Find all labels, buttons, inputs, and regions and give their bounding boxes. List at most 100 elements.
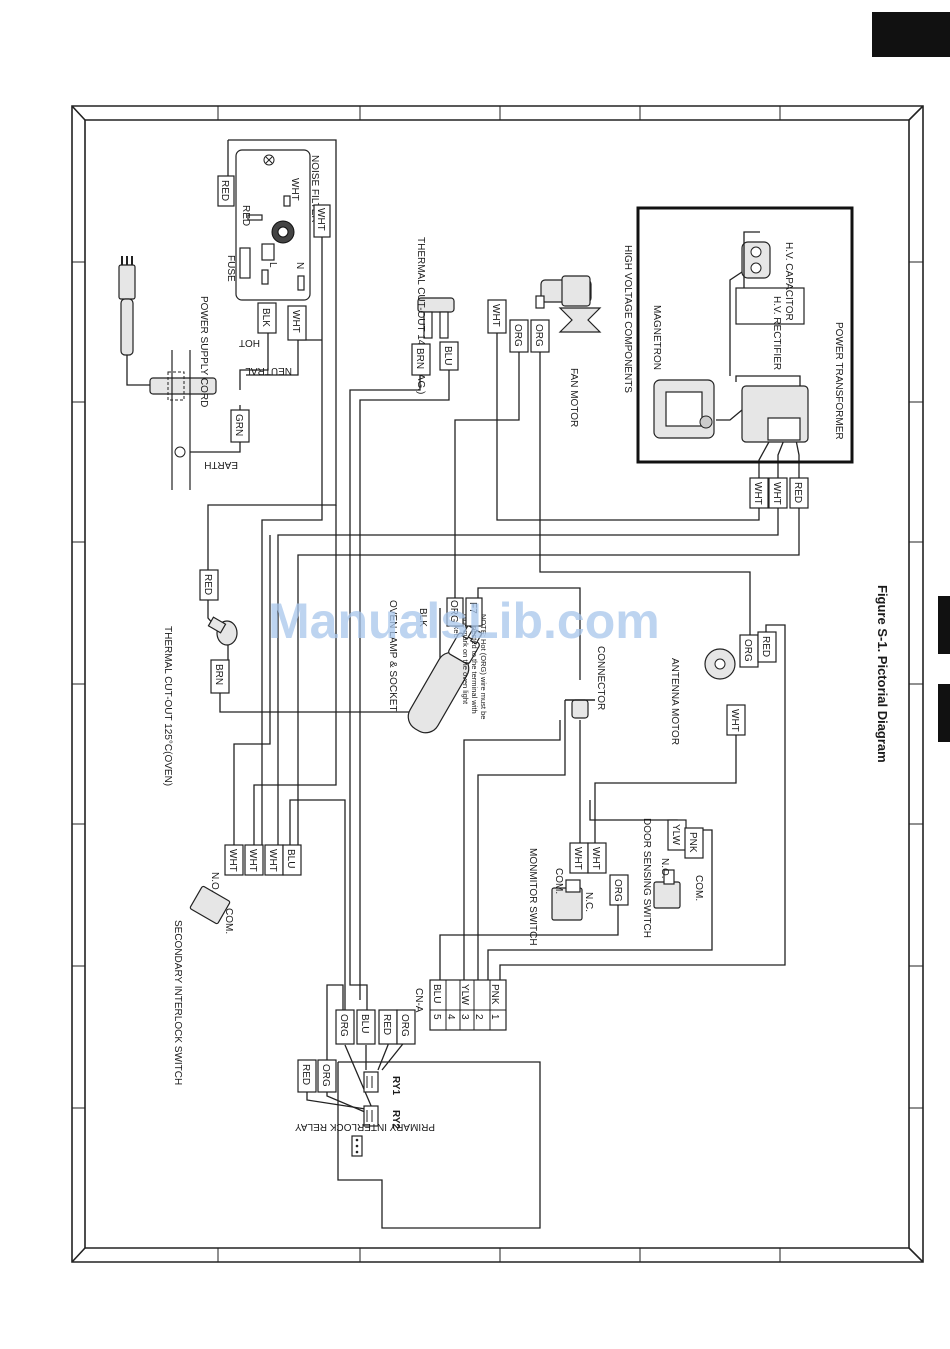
- cna-pin: 5: [431, 1014, 442, 1020]
- svg-text:ORG: ORG: [320, 1064, 331, 1087]
- hv-rectifier-label: H.V. RECTIFIER: [771, 296, 782, 370]
- wire-tag-tm-brn: BRN: [411, 343, 431, 376]
- door-com-label: COM.: [693, 875, 704, 901]
- monitor-switch: MONMITOR SWITCH COM. N.C.: [527, 848, 594, 946]
- svg-text:WHT: WHT: [752, 482, 763, 505]
- svg-text:WHT: WHT: [490, 304, 501, 327]
- wire-tag-mon-wht2: WHT: [587, 842, 607, 874]
- wire-tag-to-brn: BRN: [210, 659, 230, 694]
- cna-wire-color: YLW: [459, 984, 470, 1005]
- wire-tag-nf-red: RED: [217, 175, 235, 207]
- ry1-label: RY1: [390, 1076, 401, 1096]
- svg-text:ORG: ORG: [338, 1014, 349, 1037]
- noise-filter: NOISE FILTER FUSE RED WHT L N: [225, 149, 320, 301]
- corner-tab-low: [938, 684, 950, 742]
- cna-pin: 2: [473, 1014, 484, 1020]
- svg-text:ORG: ORG: [533, 324, 544, 347]
- svg-text:BLK: BLK: [260, 308, 271, 327]
- wire-tag-ds-ylw: YLW: [667, 819, 687, 851]
- power-supply-cord-label: POWER SUPPLY CORD: [198, 296, 209, 407]
- wire-tag-mon-wht1: WHT: [569, 842, 589, 874]
- noise-filter-wht-label: WHT: [289, 178, 300, 201]
- svg-text:YLW: YLW: [670, 824, 681, 845]
- hot-label: HOT: [239, 337, 260, 348]
- svg-text:RED: RED: [760, 636, 771, 657]
- hv-components-label: HIGH VOLTAGE COMPONENTS: [622, 245, 633, 393]
- wire-tag-tr-wht1: WHT: [749, 477, 769, 509]
- high-voltage-components: HIGH VOLTAGE COMPONENTS MAGNETRON H.V. R…: [622, 206, 854, 464]
- svg-text:WHT: WHT: [267, 849, 278, 872]
- svg-text:PNK: PNK: [687, 832, 698, 853]
- hv-capacitor-label: H.V. CAPACITOR: [783, 242, 794, 321]
- n-terminal-label: N: [294, 262, 305, 269]
- wire-tag-fan-org1: ORG: [509, 319, 529, 353]
- thermal-cutout-oven: THERMAL CUT-OUT 125°C(OVEN): [162, 616, 238, 786]
- noise-filter-label: NOISE FILTER: [309, 155, 320, 223]
- wire-tag-ry-org: ORG: [317, 1059, 337, 1093]
- fan-motor-label: FAN MOTOR: [568, 368, 579, 427]
- wire-tag-si-wht2: WHT: [244, 844, 264, 876]
- svg-text:ORG: ORG: [448, 600, 459, 623]
- svg-text:F7: F7: [467, 602, 478, 614]
- thermal-cutout-mag: THERMAL CUT-OUT 145°C(MAG.): [415, 237, 455, 394]
- cna-wire-color: PNK: [489, 984, 500, 1005]
- wire-tag-fan-wht: WHT: [487, 299, 507, 334]
- wire-tag-tr-wht2: WHT: [768, 477, 788, 509]
- thermal-cutout-mag-label: THERMAL CUT-OUT 145°C(MAG.): [415, 237, 426, 394]
- wire-tag-si-blu: BLU: [282, 844, 302, 876]
- wire-tag-earth-grn: GRN: [230, 409, 250, 443]
- svg-text:BLU: BLU: [285, 849, 296, 868]
- power-transformer-label: POWER TRANSFORMER: [833, 322, 844, 440]
- wire-tag-tr-red: RED: [789, 477, 809, 509]
- svg-text:WHT: WHT: [771, 482, 782, 505]
- svg-text:RED: RED: [792, 482, 803, 503]
- wire-tag-am-wht: WHT: [726, 704, 746, 736]
- wire-tag-lamp-f: F7: [465, 597, 483, 627]
- wire-tag-tm-blu: BLU: [439, 341, 459, 371]
- wire-tag-ds-pnk: PNK: [684, 827, 704, 859]
- monitor-com-label: COM.: [553, 868, 564, 894]
- door-sensing-switch: DOOR SENSING SWITCH N.O. COM.: [641, 818, 704, 938]
- svg-text:RED: RED: [219, 180, 230, 201]
- svg-text:GRN: GRN: [233, 414, 244, 436]
- svg-text:BLU: BLU: [442, 346, 453, 365]
- relay-wire-tag: ORG: [335, 1009, 355, 1045]
- antenna-motor-label: ANTENNA MOTOR: [669, 658, 680, 745]
- relay-wire-tag: BLU: [356, 1009, 376, 1045]
- svg-text:BRN: BRN: [414, 348, 425, 369]
- wire-tag-am-org: ORG: [739, 634, 759, 668]
- wire-tag-lamp-org: ORG: [446, 597, 464, 627]
- wire-tag-cord-wht: WHT: [287, 305, 307, 341]
- svg-text:WHT: WHT: [247, 849, 258, 872]
- watermark: ManualsLib.com: [268, 593, 660, 649]
- secondary-no-label: N.O.: [209, 872, 220, 893]
- svg-text:WHT: WHT: [729, 709, 740, 732]
- svg-text:RED: RED: [381, 1014, 392, 1035]
- svg-text:RED: RED: [300, 1064, 311, 1085]
- cna-pin: 1: [489, 1014, 500, 1020]
- oven-lamp: OVEN LAMP & SOCKET BLK NOTE: Hot (ORG) w…: [387, 600, 488, 734]
- svg-text:RED: RED: [202, 574, 213, 595]
- svg-text:WHT: WHT: [590, 847, 601, 870]
- earth-label: EARTH: [204, 459, 238, 470]
- wire-tag-si-wht1: WHT: [224, 844, 244, 876]
- corner-tab-mid: [938, 596, 950, 654]
- l-terminal-label: L: [267, 262, 278, 268]
- svg-text:BRN: BRN: [213, 664, 224, 685]
- primary-relay-label: PRIMARY INTERLOCK RELAY: [295, 1121, 435, 1132]
- ry2-label: RY2: [390, 1110, 401, 1130]
- monitor-nc-label: N.C.: [583, 892, 594, 912]
- relay-wire-tag: ORG: [396, 1009, 416, 1045]
- corner-tab-top: [872, 12, 950, 57]
- svg-text:ORG: ORG: [399, 1014, 410, 1037]
- wire-tag-am-red: RED: [757, 631, 777, 663]
- thermal-cutout-oven-label: THERMAL CUT-OUT 125°C(OVEN): [162, 626, 173, 786]
- wire-tag-fan-org2: ORG: [530, 319, 550, 353]
- noise-filter-red-label: RED: [240, 205, 251, 226]
- wire-tag-si-wht3: WHT: [264, 844, 284, 876]
- fan-motor: FAN MOTOR: [535, 275, 602, 427]
- secondary-interlock-label: SECONDARY INTERLOCK SWITCH: [172, 920, 183, 1085]
- secondary-com-label: COM.: [223, 908, 234, 934]
